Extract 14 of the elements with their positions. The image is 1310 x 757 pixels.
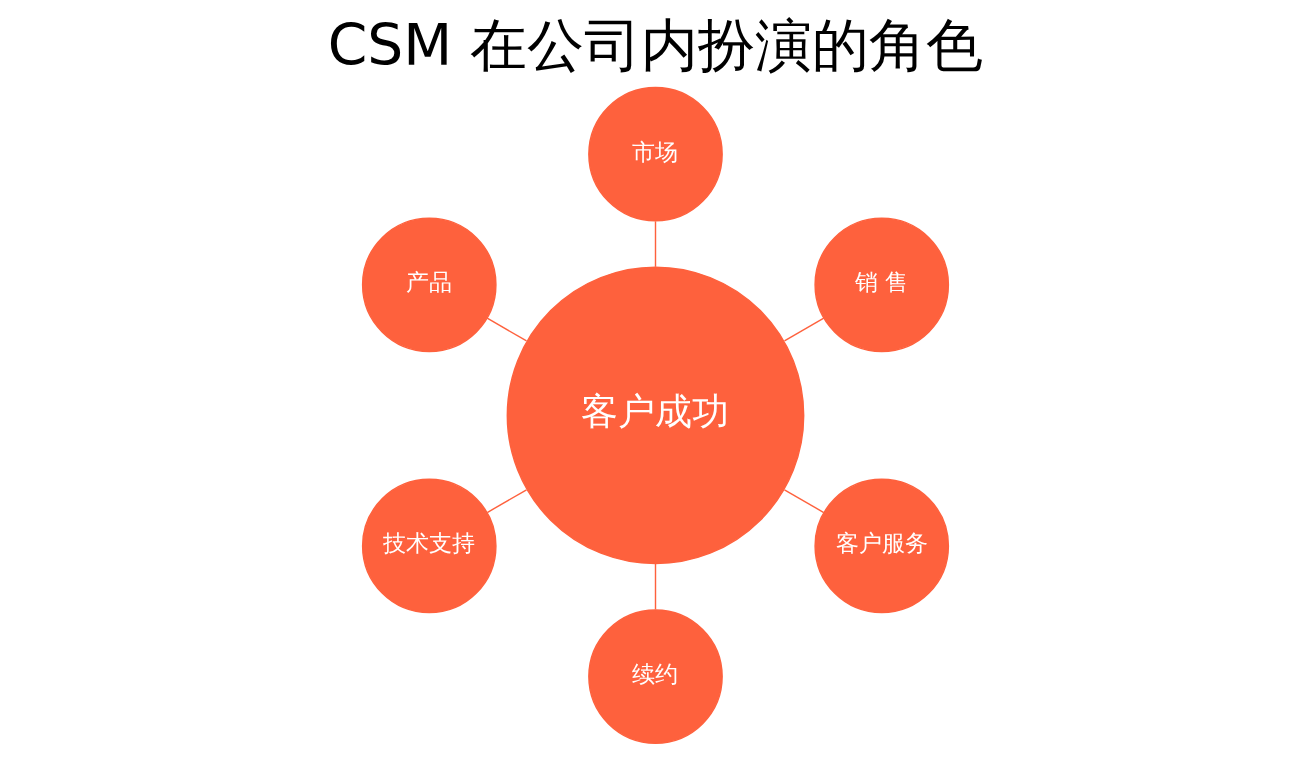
connector <box>783 317 824 342</box>
node-circle: 技术支持 <box>361 478 497 614</box>
node-circle: 产品 <box>361 217 497 353</box>
connector <box>783 489 824 514</box>
connector <box>654 563 656 611</box>
node-circle: 客户成功 <box>506 266 804 565</box>
connector <box>486 317 527 342</box>
node-circle: 客户服务 <box>813 478 949 614</box>
connector <box>654 220 656 268</box>
diagram-title: CSM 在公司内扮演的角色 <box>327 11 983 78</box>
node-circle: 市场 <box>587 86 723 222</box>
node-circle: 续约 <box>587 609 723 744</box>
node-circle: 销 售 <box>813 217 949 353</box>
connector <box>486 489 527 514</box>
